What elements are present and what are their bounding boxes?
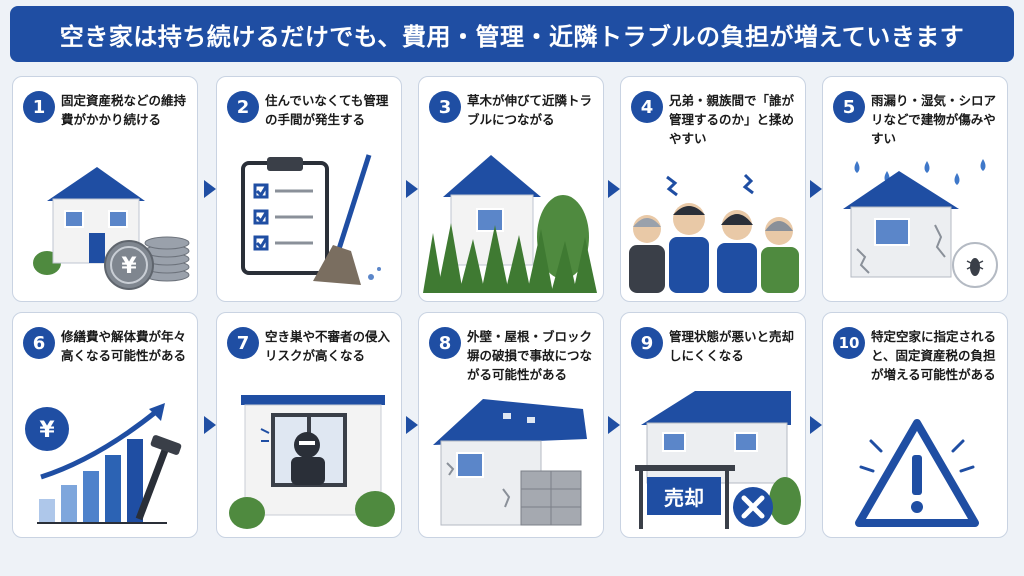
- arguing-family-icon: [629, 173, 799, 293]
- card-number: 6: [23, 327, 55, 359]
- card-number: 1: [23, 91, 55, 123]
- arrow-right-icon: [810, 416, 822, 434]
- arrow-right-icon: [810, 180, 822, 198]
- card-7: 7 空き巣や不審者の侵入リスクが高くなる: [216, 312, 402, 538]
- card-4: 4 兄弟・親族間で「誰が管理するのか」と揉めやすい: [620, 76, 806, 302]
- card-text: 住んでいなくても管理の手間が発生する: [265, 93, 389, 127]
- rising-cost-chart-icon: ¥: [25, 403, 182, 524]
- card-number: 9: [631, 327, 663, 359]
- card-number: 3: [429, 91, 461, 123]
- yen-symbol: ¥: [121, 254, 137, 279]
- card-text: 修繕費や解体費が年々高くなる可能性がある: [61, 329, 187, 363]
- card-6: 6 修繕費や解体費が年々高くなる可能性がある ¥: [12, 312, 198, 538]
- card-2: 2 住んでいなくても管理の手間が発生する: [216, 76, 402, 302]
- arrow-right-icon: [406, 180, 418, 198]
- house-with-coins-icon: ¥: [33, 167, 190, 290]
- card-number: 2: [227, 91, 259, 123]
- yen-symbol: ¥: [39, 418, 55, 443]
- card-number: 4: [631, 91, 663, 123]
- card-number: 5: [833, 91, 865, 123]
- house-overgrown-weeds-icon: [423, 155, 597, 293]
- title-banner: 空き家は持ち続けるだけでも、費用・管理・近隣トラブルの負担が増えていきます: [10, 6, 1014, 62]
- warning-triangle-icon: [855, 419, 979, 527]
- card-text: 空き巣や不審者の侵入リスクが高くなる: [265, 329, 391, 363]
- card-text: 草木が伸びて近隣トラブルにつながる: [467, 93, 593, 127]
- card-number: 10: [833, 327, 865, 359]
- card-number: 7: [227, 327, 259, 359]
- card-text: 管理状態が悪いと売却しにくくなる: [669, 329, 795, 363]
- sale-sign-label: 売却: [664, 486, 704, 510]
- card-10: 10 特定空家に指定されると、固定資産税の負担が増える可能性がある: [822, 312, 1008, 538]
- card-8: 8 外壁・屋根・ブロック塀の破損で事故につながる可能性がある: [418, 312, 604, 538]
- arrow-right-icon: [204, 180, 216, 198]
- clipboard-checklist-icon: [241, 154, 381, 285]
- card-1: 1 固定資産税などの維持費がかかり続ける ¥: [12, 76, 198, 302]
- card-text: 外壁・屋根・ブロック塀の破損で事故につながる可能性がある: [467, 329, 593, 382]
- card-text: 雨漏り・湿気・シロアリなどで建物が傷みやすい: [871, 93, 997, 146]
- burglar-window-icon: [229, 395, 395, 529]
- card-text: 特定空家に指定されると、固定資産税の負担が増える可能性がある: [871, 329, 997, 382]
- arrow-right-icon: [406, 416, 418, 434]
- card-3: 3 草木が伸びて近隣トラブルにつながる: [418, 76, 604, 302]
- arrow-right-icon: [204, 416, 216, 434]
- damaged-house-termite-icon: [843, 159, 998, 288]
- card-text: 兄弟・親族間で「誰が管理するのか」と揉めやすい: [669, 93, 795, 146]
- crumbling-house-wall-icon: [433, 399, 587, 526]
- page-title: 空き家は持ち続けるだけでも、費用・管理・近隣トラブルの負担が増えていきます: [59, 22, 965, 51]
- arrow-right-icon: [608, 416, 620, 434]
- card-text: 固定資産税などの維持費がかかり続ける: [61, 93, 187, 127]
- house-for-sale-rejected-icon: 売却: [635, 391, 801, 529]
- card-9: 9 管理状態が悪いと売却しにくくなる 売却: [620, 312, 806, 538]
- card-5: 5 雨漏り・湿気・シロアリなどで建物が傷みやすい: [822, 76, 1008, 302]
- arrow-right-icon: [608, 180, 620, 198]
- card-number: 8: [429, 327, 461, 359]
